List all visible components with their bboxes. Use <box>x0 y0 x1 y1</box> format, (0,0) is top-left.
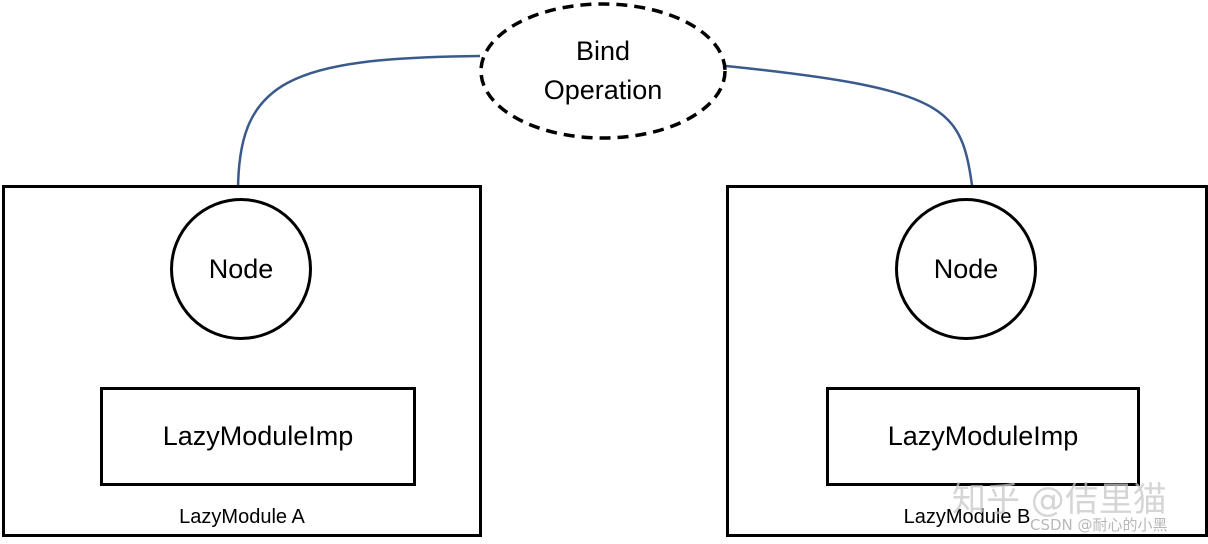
watermark-main: 知乎 @佶里猫 <box>952 480 1167 520</box>
node-circle-a: Node <box>170 198 312 340</box>
bind-operation-label: Bind Operation <box>480 32 726 110</box>
module-label: LazyModule A <box>179 506 305 528</box>
node-circle-b: Node <box>895 198 1037 340</box>
lazy-module-imp-b: LazyModuleImp <box>826 387 1140 486</box>
connector-right <box>725 64 976 201</box>
bind-operation-line2: Operation <box>543 75 663 105</box>
module-label: LazyModule B <box>903 506 1031 528</box>
bind-operation-ellipse <box>479 2 727 140</box>
bind-operation-line1: Bind <box>575 36 631 66</box>
lazy-module-imp-a: LazyModuleImp <box>100 387 416 486</box>
watermark-sub: CSDN @耐心的小黑 <box>1030 516 1168 534</box>
connector-left <box>236 54 481 193</box>
